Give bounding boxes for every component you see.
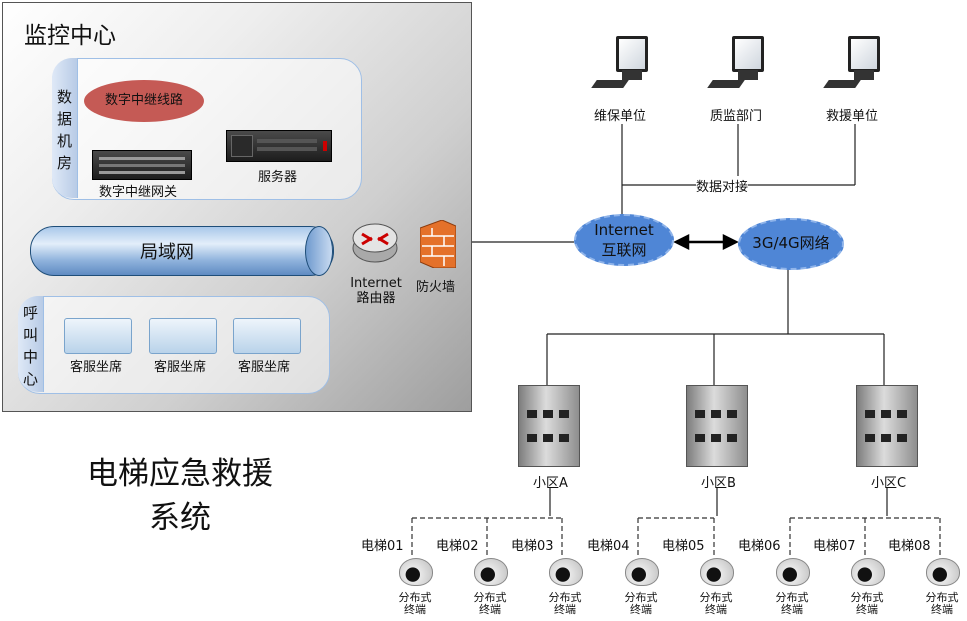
digital-trunk-line: 数字中继线路 [84,80,204,122]
camera-icon [926,558,960,586]
system-title: 电梯应急救援 系统 [87,456,273,536]
gateway-device-icon [92,150,192,180]
terminal-label: 分布式 终端 [473,591,507,616]
camera-icon [474,558,508,586]
elevator-label: 电梯01 [361,539,404,554]
building-icon [518,385,580,467]
service-seat-icon [64,318,132,354]
internet-cloud: Internet 互联网 [574,214,674,266]
router-label: Internet 路由器 [350,276,402,306]
camera-icon [625,558,659,586]
monitor-center-title: 监控中心 [24,23,116,49]
service-seat-label: 客服坐席 [70,360,123,375]
terminal-label: 分布式 终端 [699,591,733,616]
lan-label: 局域网 [140,242,194,263]
computer-icon [591,36,662,96]
terminal-label: 分布式 终端 [548,591,582,616]
data-link-label: 数据对接 [696,176,749,195]
elevator-label: 电梯03 [511,539,554,554]
gateway-label: 数字中继网关 [99,185,178,200]
computer-icon [823,36,894,96]
elevator-label: 电梯06 [738,539,781,554]
lan-bus-end [305,226,333,276]
bidirectional-arrow [673,233,739,251]
elevator-label: 电梯07 [813,539,856,554]
camera-icon [851,558,885,586]
mobile-network-cloud: 3G/4G网络 [738,218,844,270]
building-icon [856,385,918,467]
unit-label-maintenance: 维保单位 [594,109,647,124]
terminal-label: 分布式 终端 [398,591,432,616]
router-icon [352,220,398,266]
terminal-label: 分布式 终端 [775,591,809,616]
camera-icon [399,558,433,586]
elevator-label: 电梯05 [662,539,705,554]
service-seat-label: 客服坐席 [154,360,207,375]
data-room-label: 数 据 机 房 [52,58,78,198]
building-icon [686,385,748,467]
terminal-label: 分布式 终端 [925,591,959,616]
unit-label-quality: 质监部门 [710,109,763,124]
server-icon [226,130,332,162]
camera-icon [700,558,734,586]
firewall-icon [419,219,457,269]
server-label: 服务器 [258,170,298,185]
terminal-label: 分布式 终端 [624,591,658,616]
community-label: 小区B [701,476,736,491]
service-seat-label: 客服坐席 [238,360,291,375]
camera-icon [549,558,583,586]
service-seat-icon [233,318,301,354]
community-label: 小区A [533,476,568,491]
elevator-label: 电梯02 [436,539,479,554]
computer-icon [707,36,778,96]
call-center-label: 呼 叫 中 心 [18,296,44,392]
elevator-label: 电梯04 [587,539,630,554]
firewall-label: 防火墙 [416,280,456,295]
terminal-label: 分布式 终端 [850,591,884,616]
unit-label-rescue: 救援单位 [826,109,879,124]
lan-bus [30,226,334,276]
service-seat-icon [149,318,217,354]
elevator-label: 电梯08 [888,539,931,554]
camera-icon [776,558,810,586]
community-label: 小区C [871,476,907,491]
